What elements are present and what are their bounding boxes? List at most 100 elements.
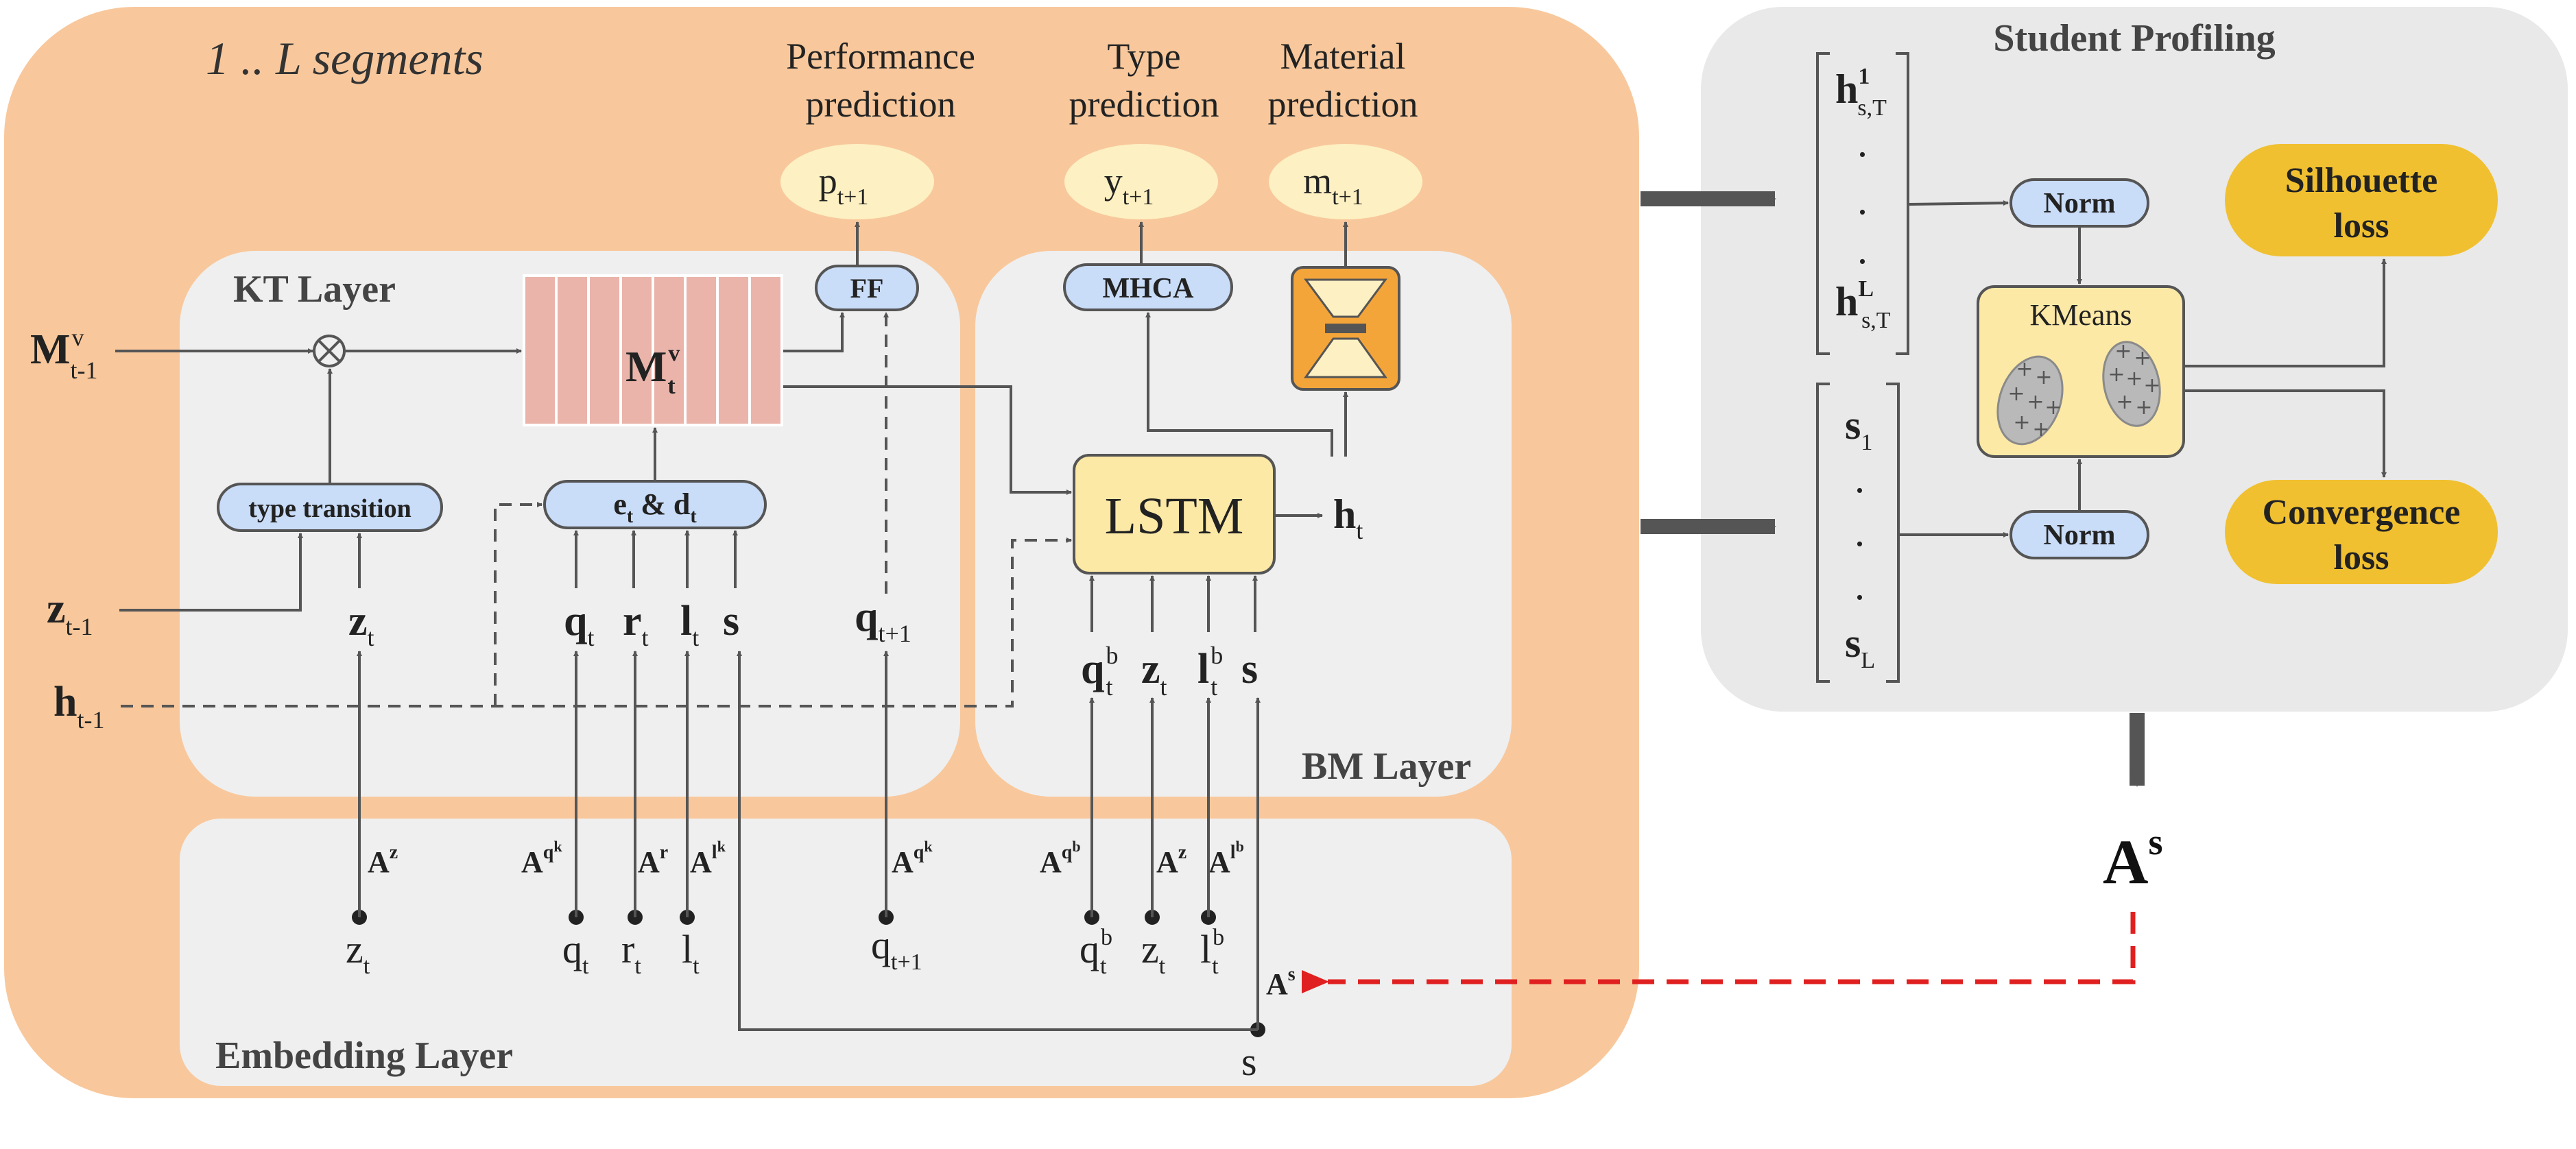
convergence-loss-box bbox=[2225, 480, 2498, 584]
norm-top-label: Norm bbox=[2044, 188, 2116, 219]
z-prev-input: zt-1 bbox=[47, 585, 93, 640]
h-output-label: ht bbox=[1333, 492, 1363, 544]
raw-z-input: zt bbox=[346, 927, 370, 979]
type-output-label: yt+1 bbox=[1104, 160, 1154, 210]
raw-q-input: qt bbox=[562, 927, 589, 979]
svg-text:+: + bbox=[2027, 390, 2044, 414]
h-dot-2: . bbox=[1857, 178, 1868, 223]
kt-r-input: rt bbox=[623, 598, 649, 651]
raw-l-input: lt bbox=[682, 927, 700, 979]
lstm-module bbox=[1073, 454, 1276, 574]
embedding-aqk: Aqk bbox=[521, 838, 562, 879]
mhca-module bbox=[1063, 263, 1233, 311]
type-transition-module bbox=[217, 483, 443, 532]
norm-top-module bbox=[2009, 178, 2149, 228]
clusters-icon: ++ ++ ++ + ++ ++ ++ + bbox=[1996, 339, 2161, 446]
embedding-az: Az bbox=[368, 842, 398, 879]
bm-layer-label: BM Layer bbox=[1302, 745, 1471, 788]
svg-text:+: + bbox=[2116, 390, 2133, 414]
kt-s-input: s bbox=[723, 598, 739, 644]
kt-z-input: zt bbox=[348, 598, 374, 651]
h-dot-3: . bbox=[1857, 227, 1868, 272]
performance-output-label: pt+1 bbox=[819, 160, 869, 210]
raw-r-input: rt bbox=[621, 927, 641, 979]
embedding-aqb: Aqb bbox=[1040, 838, 1081, 879]
performance-output-oval bbox=[780, 144, 934, 219]
svg-text:prediction: prediction bbox=[1069, 84, 1219, 125]
ed-module bbox=[543, 480, 767, 529]
performance-prediction-header: Performance prediction bbox=[786, 36, 975, 125]
feedback-arrow bbox=[1302, 912, 2136, 993]
embedding-alk: Alk bbox=[690, 838, 726, 879]
svg-text:+: + bbox=[2143, 374, 2160, 398]
svg-text:+: + bbox=[2114, 339, 2132, 363]
ff-module bbox=[815, 265, 919, 311]
memory-matrix bbox=[523, 274, 783, 426]
s-last-vector: sL bbox=[1845, 620, 1875, 673]
svg-text:+: + bbox=[2013, 411, 2030, 435]
material-prediction-header: Material prediction bbox=[1268, 36, 1418, 125]
type-output-oval bbox=[1064, 144, 1218, 219]
embedding-layer-label: Embedding Layer bbox=[215, 1035, 513, 1077]
norm-bottom-module bbox=[2009, 510, 2149, 559]
h-dot-1: . bbox=[1857, 120, 1868, 165]
svg-text:Material: Material bbox=[1280, 36, 1406, 77]
s-dot-3: . bbox=[1855, 563, 1865, 608]
s-bracket bbox=[1816, 383, 1900, 683]
embedding-ar: Ar bbox=[638, 842, 668, 879]
s-first-vector: s1 bbox=[1845, 402, 1872, 455]
kt-layer-label: KT Layer bbox=[233, 268, 396, 311]
svg-text:+: + bbox=[2007, 382, 2025, 406]
embedding-aqk-next: Aqk bbox=[892, 838, 933, 879]
type-prediction-header: Type prediction bbox=[1069, 36, 1219, 125]
svg-text:+: + bbox=[2044, 396, 2062, 420]
svg-text:prediction: prediction bbox=[806, 84, 956, 125]
embedding-alb: Alb bbox=[1208, 838, 1244, 879]
decoder-icon bbox=[1291, 266, 1400, 391]
norm-bottom-label: Norm bbox=[2044, 520, 2116, 551]
kt-q-input: qt bbox=[564, 598, 595, 651]
material-output-oval bbox=[1269, 144, 1422, 219]
lstm-label: LSTM bbox=[1105, 487, 1244, 545]
student-profiling-label: Student Profiling bbox=[1993, 17, 2275, 60]
silhouette-loss-box bbox=[2225, 144, 2498, 256]
bm-s-input: s bbox=[1241, 646, 1258, 692]
svg-text:Type: Type bbox=[1107, 36, 1180, 77]
svg-text:+: + bbox=[2108, 363, 2125, 387]
svg-text:+: + bbox=[2016, 357, 2033, 381]
svg-text:+: + bbox=[2032, 418, 2049, 442]
svg-text:+: + bbox=[2134, 346, 2151, 370]
as-output-label: As bbox=[2103, 821, 2162, 897]
kmeans-label: KMeans bbox=[2029, 298, 2132, 332]
mhca-label: MHCA bbox=[1103, 273, 1195, 304]
s-dot-2: . bbox=[1855, 509, 1865, 555]
svg-text:prediction: prediction bbox=[1268, 84, 1418, 125]
embedding-az-bm: Az bbox=[1156, 842, 1186, 879]
embedding-layer-panel bbox=[180, 819, 1512, 1086]
s-dot-1: . bbox=[1855, 456, 1865, 501]
svg-text:Performance: Performance bbox=[786, 36, 975, 77]
connectors bbox=[115, 221, 1348, 1031]
svg-text:+: + bbox=[2135, 396, 2152, 420]
kt-q-next-input: qt+1 bbox=[855, 594, 911, 647]
profiling-connectors bbox=[1900, 200, 2387, 537]
h-bracket bbox=[1816, 52, 1909, 355]
raw-s-input: s bbox=[1241, 1039, 1257, 1084]
embedding-as: As bbox=[1266, 964, 1296, 1001]
h-prev-input: ht-1 bbox=[53, 679, 104, 734]
multiply-icon bbox=[313, 335, 346, 367]
bm-z-input: zt bbox=[1141, 646, 1167, 701]
raw-q-next-input: qt+1 bbox=[871, 923, 922, 975]
segments-label: 1 .. L segments bbox=[206, 32, 484, 84]
ed-label: et & dt bbox=[613, 487, 697, 527]
